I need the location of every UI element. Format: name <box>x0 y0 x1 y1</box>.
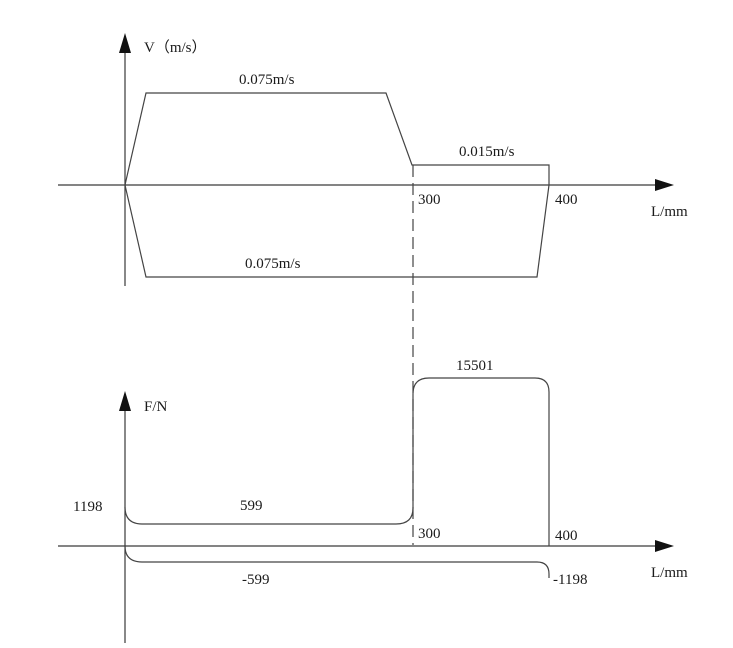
forward-slow-speed-label: 0.015m/s <box>459 144 515 160</box>
force-x-axis-label: L/mm <box>651 565 688 581</box>
velocity-tick-300: 300 <box>418 192 441 208</box>
velocity-x-axis-label: L/mm <box>651 204 688 220</box>
force-plot: F/N 15501 1198 599 300 400 -599 -1198 L/… <box>58 358 688 643</box>
working-force-label: 15501 <box>456 358 494 374</box>
velocity-plot: V（m/s） 0.075m/s 0.015m/s 0.075m/s 300 40… <box>58 33 688 286</box>
return-force-label: -599 <box>242 572 270 588</box>
forward-velocity-profile <box>124 92 550 186</box>
return-force-profile <box>124 545 550 578</box>
velocity-y-axis-label: V（m/s） <box>144 39 207 56</box>
return-end-force-label: -1198 <box>553 572 587 588</box>
force-tick-300: 300 <box>418 526 441 542</box>
forward-fast-speed-label: 0.075m/s <box>239 72 295 88</box>
velocity-tick-400: 400 <box>555 192 578 208</box>
force-y-axis-arrow-icon <box>119 391 131 411</box>
return-speed-label: 0.075m/s <box>245 256 301 272</box>
force-x-axis-arrow-icon <box>655 540 674 552</box>
force-tick-400: 400 <box>555 528 578 544</box>
velocity-x-axis-arrow-icon <box>655 179 674 191</box>
forward-start-force-label: 1198 <box>73 499 102 515</box>
forward-force-profile <box>124 377 550 546</box>
forward-fast-force-label: 599 <box>240 498 263 514</box>
velocity-y-axis-arrow-icon <box>119 33 131 53</box>
return-velocity-profile <box>124 184 550 278</box>
force-y-axis-label: F/N <box>144 399 168 415</box>
